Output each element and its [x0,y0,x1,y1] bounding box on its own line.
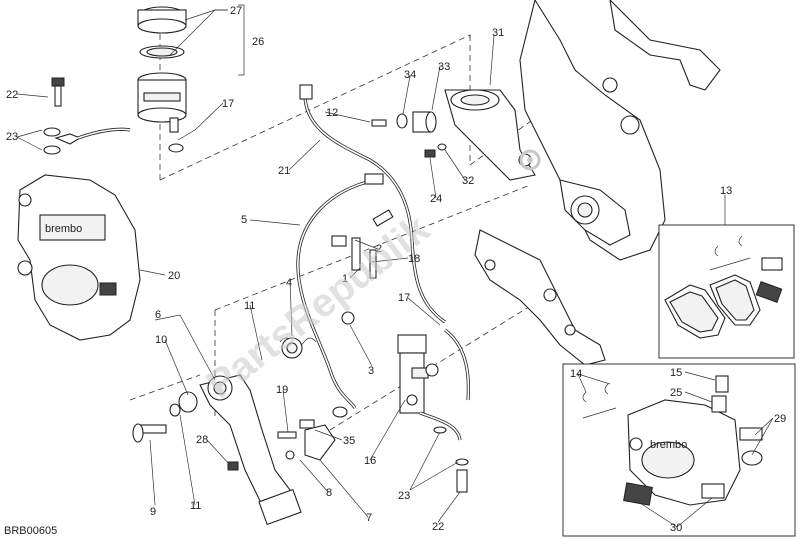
callout-33: 33 [438,61,450,73]
callout-16: 16 [364,455,376,467]
callout-2: 2 [376,243,382,255]
callout-17-lower: 17 [398,292,410,304]
rear-caliper-inset: brembo [582,375,763,506]
callout-labels: 27 26 22 23 17 34 33 31 12 21 32 24 5 2 … [6,5,786,534]
callout-14: 14 [570,368,582,380]
callout-11-lower: 11 [190,500,201,512]
callout-9: 9 [150,506,156,518]
hose-21 [299,84,446,324]
pushrod-assembly [331,209,394,325]
callout-23-lower: 23 [398,490,410,502]
callout-34: 34 [404,69,416,81]
callout-4: 4 [286,277,292,289]
callout-11-upper: 11 [244,300,255,312]
bracket-26 [238,4,245,76]
reservoir-assembly [137,6,187,153]
callout-15: 15 [670,367,682,379]
watermark-gear-icon [519,149,541,171]
callout-23-upper: 23 [6,131,18,143]
callout-17-upper: 17 [222,98,234,110]
callout-29: 29 [774,413,786,425]
banjo-line-lower [433,328,470,493]
motorcycle-frame [474,0,721,366]
callout-20: 20 [168,270,180,282]
callout-22-lower: 22 [432,521,444,533]
banjo-line-left [43,77,131,155]
brake-switch-parts [277,406,348,461]
caliper-logo-text: brembo [45,223,82,235]
callout-24: 24 [430,193,442,205]
master-cylinder-bracket-31 [444,89,536,181]
leader-lines [16,9,774,528]
sensor-cable-5 [296,173,384,409]
callout-13: 13 [720,185,732,197]
callout-25: 25 [670,387,682,399]
callout-28: 28 [196,434,208,446]
callout-27: 27 [230,5,242,17]
callout-18: 18 [408,253,420,265]
callout-32: 32 [462,175,474,187]
callout-1: 1 [342,273,348,285]
callout-26: 26 [252,36,264,48]
callout-22-upper: 22 [6,89,18,101]
callout-6: 6 [155,309,161,321]
small-hardware-upper [371,111,447,158]
spring-4 [279,337,317,359]
callout-21: 21 [278,165,290,177]
inset-caliper-logo-text: brembo [650,439,687,451]
callout-19: 19 [276,384,288,396]
callout-10: 10 [155,334,167,346]
callout-12: 12 [326,107,338,119]
callout-7: 7 [366,512,372,524]
rear-master-cylinder-16 [397,334,462,441]
callout-5: 5 [241,214,247,226]
brake-pads-13 [664,235,783,339]
callout-35: 35 [343,435,355,447]
diagram-code: BRB00605 [4,525,57,537]
brake-pedal [132,374,302,526]
callout-3: 3 [368,365,374,377]
callout-8: 8 [326,487,332,499]
callout-31: 31 [492,27,504,39]
rear-caliper-20: brembo [17,174,141,341]
callout-30: 30 [670,522,682,534]
